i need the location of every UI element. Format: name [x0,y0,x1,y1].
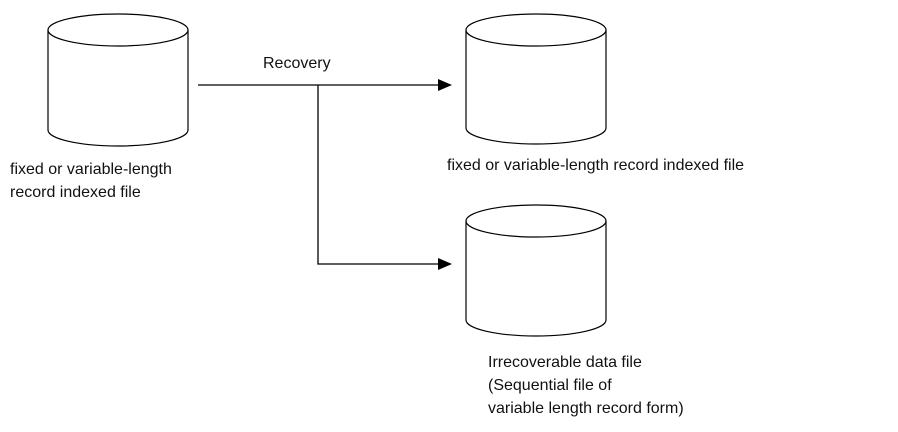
recovery-arrowhead [438,79,452,91]
target-indexed-file-cylinder [465,13,607,145]
recovery-label: Recovery [263,55,331,72]
branch-arrow-line [317,85,440,265]
source-label-line1: fixed or variable-length [10,161,172,178]
branch-arrowhead [438,258,452,270]
error-file-label-line2: (Sequential file of [488,377,612,394]
error-file-label-line1: Irrecoverable data file [488,354,642,371]
irrecoverable-data-file-cylinder [465,204,607,337]
error-file-label-line3: variable length record form) [488,400,684,417]
source-label-line2: record indexed file [10,184,141,201]
target-main-label: fixed or variable-length record indexed … [447,157,745,174]
source-database-cylinder [47,13,189,147]
